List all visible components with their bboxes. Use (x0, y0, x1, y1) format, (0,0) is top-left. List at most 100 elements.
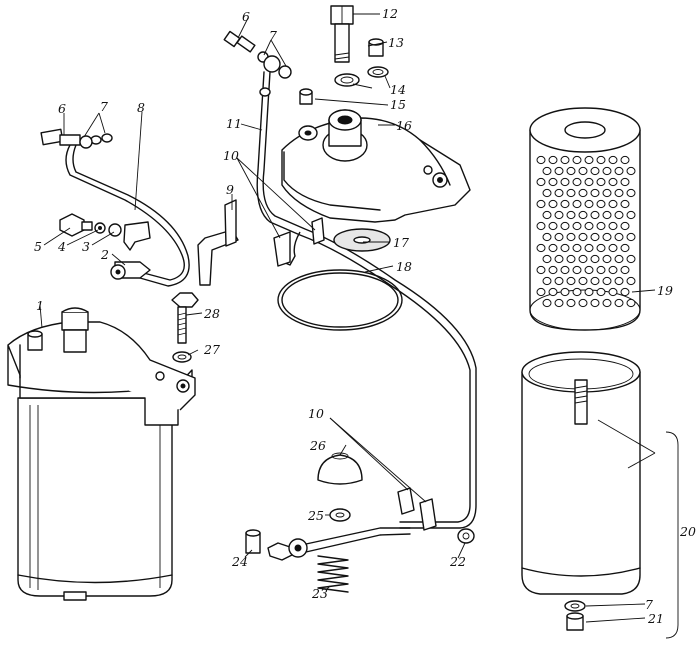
leader-lines (39, 13, 656, 623)
label-6-left: 6 (58, 101, 66, 116)
small-fasteners (59, 213, 151, 251)
perforation-hole (596, 155, 606, 165)
perforation-hole (620, 243, 630, 253)
perforation-hole (614, 276, 624, 286)
perforation-hole (572, 265, 582, 275)
drain-assembly (245, 452, 475, 593)
perforation-hole (572, 155, 582, 165)
perforation-hole (554, 166, 564, 176)
perforation-hole (560, 199, 570, 209)
perforation-hole (596, 243, 606, 253)
perforation-hole (554, 254, 564, 264)
perforation-hole (548, 243, 558, 253)
perforation-hole (566, 254, 576, 264)
label-15: 15 (390, 97, 406, 112)
perforation-hole (554, 276, 564, 286)
perforation-hole (596, 177, 606, 187)
perforation-hole (560, 243, 570, 253)
perforation-hole (536, 177, 546, 187)
label-26: 26 (309, 438, 326, 453)
perforation-hole (578, 298, 588, 308)
label-19: 19 (657, 283, 673, 298)
perforation-hole (554, 188, 564, 198)
perforation-hole (608, 265, 618, 275)
perforation-hole (566, 210, 576, 220)
perforation-hole (596, 199, 606, 209)
perforation-hole (572, 199, 582, 209)
perforation-hole (542, 298, 552, 308)
perforation-hole (590, 188, 600, 198)
perforation-hole (542, 276, 552, 286)
label-1: 1 (36, 298, 44, 313)
label-11: 11 (226, 116, 242, 131)
perforation-hole (536, 265, 546, 275)
perforation-hole (548, 287, 558, 297)
part-number-labels: 1 2 3 4 5 6 6 7 7 7 8 9 10 10 11 12 13 1… (34, 6, 696, 626)
assembled-filter (7, 307, 196, 601)
label-25: 25 (307, 508, 324, 523)
perforation-hole (620, 177, 630, 187)
perforation-hole (536, 221, 546, 231)
label-5: 5 (34, 239, 42, 254)
perforation-hole (602, 298, 612, 308)
perforation-hole (590, 254, 600, 264)
label-28: 28 (203, 306, 220, 321)
perforation-hole (572, 287, 582, 297)
perforation-hole (620, 265, 630, 275)
perforation-hole (602, 276, 612, 286)
perforation-hole (626, 276, 636, 286)
perforation-hole (554, 298, 564, 308)
perforation-hole (614, 254, 624, 264)
label-24: 24 (231, 554, 248, 569)
perforation-hole (566, 276, 576, 286)
perforation-hole (608, 177, 618, 187)
perforation-hole (560, 265, 570, 275)
filter-perforations (536, 155, 636, 308)
perforation-hole (590, 166, 600, 176)
perforation-hole (584, 155, 594, 165)
perforation-hole (578, 232, 588, 242)
label-16: 16 (396, 118, 412, 133)
perforation-hole (626, 210, 636, 220)
label-14: 14 (390, 82, 406, 97)
perforation-hole (602, 188, 612, 198)
perforation-hole (548, 221, 558, 231)
perforation-hole (626, 298, 636, 308)
perforation-hole (572, 177, 582, 187)
label-23: 23 (311, 586, 328, 601)
perforation-hole (614, 210, 624, 220)
perforation-hole (572, 243, 582, 253)
label-10-top: 10 (223, 148, 239, 163)
perforation-hole (608, 243, 618, 253)
label-8: 8 (137, 100, 145, 115)
perforation-hole (542, 254, 552, 264)
perforation-hole (590, 210, 600, 220)
label-7-top: 7 (269, 28, 277, 43)
bolt-28 (171, 292, 199, 363)
filter-element (529, 107, 641, 331)
filter-canister (521, 351, 679, 639)
perforation-hole (566, 166, 576, 176)
top-fittings (223, 30, 477, 529)
perforation-hole (536, 287, 546, 297)
perforation-hole (584, 287, 594, 297)
left-fuel-line (40, 128, 239, 287)
perforation-hole (626, 254, 636, 264)
perforation-hole (578, 254, 588, 264)
perforation-hole (590, 232, 600, 242)
perforation-hole (626, 166, 636, 176)
perforation-hole (614, 188, 624, 198)
perforation-hole (548, 177, 558, 187)
label-6-top: 6 (242, 9, 250, 24)
perforation-hole (578, 210, 588, 220)
perforation-hole (566, 298, 576, 308)
perforation-hole (572, 221, 582, 231)
perforation-hole (560, 177, 570, 187)
label-7-bottom: 7 (645, 597, 653, 612)
label-13: 13 (388, 35, 404, 50)
label-2: 2 (100, 247, 109, 262)
perforation-hole (614, 232, 624, 242)
perforation-hole (590, 276, 600, 286)
perforation-hole (620, 287, 630, 297)
perforation-hole (542, 232, 552, 242)
